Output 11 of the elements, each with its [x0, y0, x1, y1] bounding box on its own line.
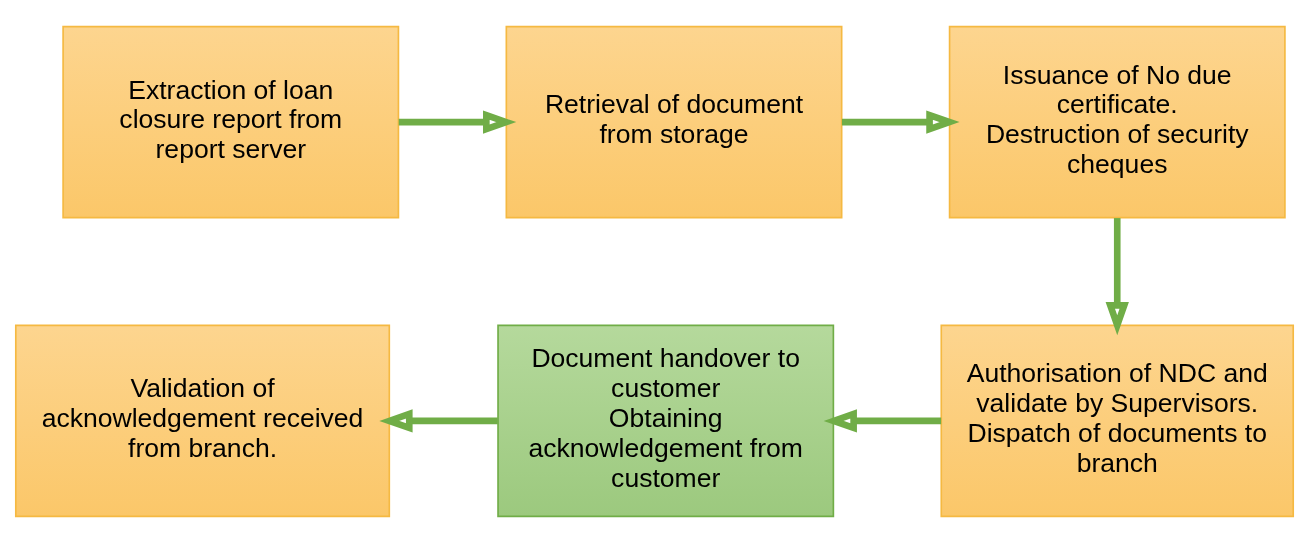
- arrow: [823, 408, 942, 433]
- node-box: Retrieval of document from storage: [505, 25, 843, 218]
- arrow: [1105, 217, 1129, 335]
- node-box: Extraction of loan closure report from report server: [62, 25, 400, 218]
- arrow: [841, 109, 960, 134]
- arrow: [379, 408, 498, 433]
- node-box: Validation of acknowledgement received from branch.: [14, 324, 391, 517]
- node-box: Authorisation of NDC and validate by Supervisors. Dispatch of documents to branch: [940, 324, 1295, 517]
- arrow: [398, 109, 517, 134]
- node-box: Document handover to customer Obtaining acknowledgement from customer: [497, 324, 835, 517]
- node-box: Issuance of No due certificate. Destruction of security cheques: [948, 25, 1286, 218]
